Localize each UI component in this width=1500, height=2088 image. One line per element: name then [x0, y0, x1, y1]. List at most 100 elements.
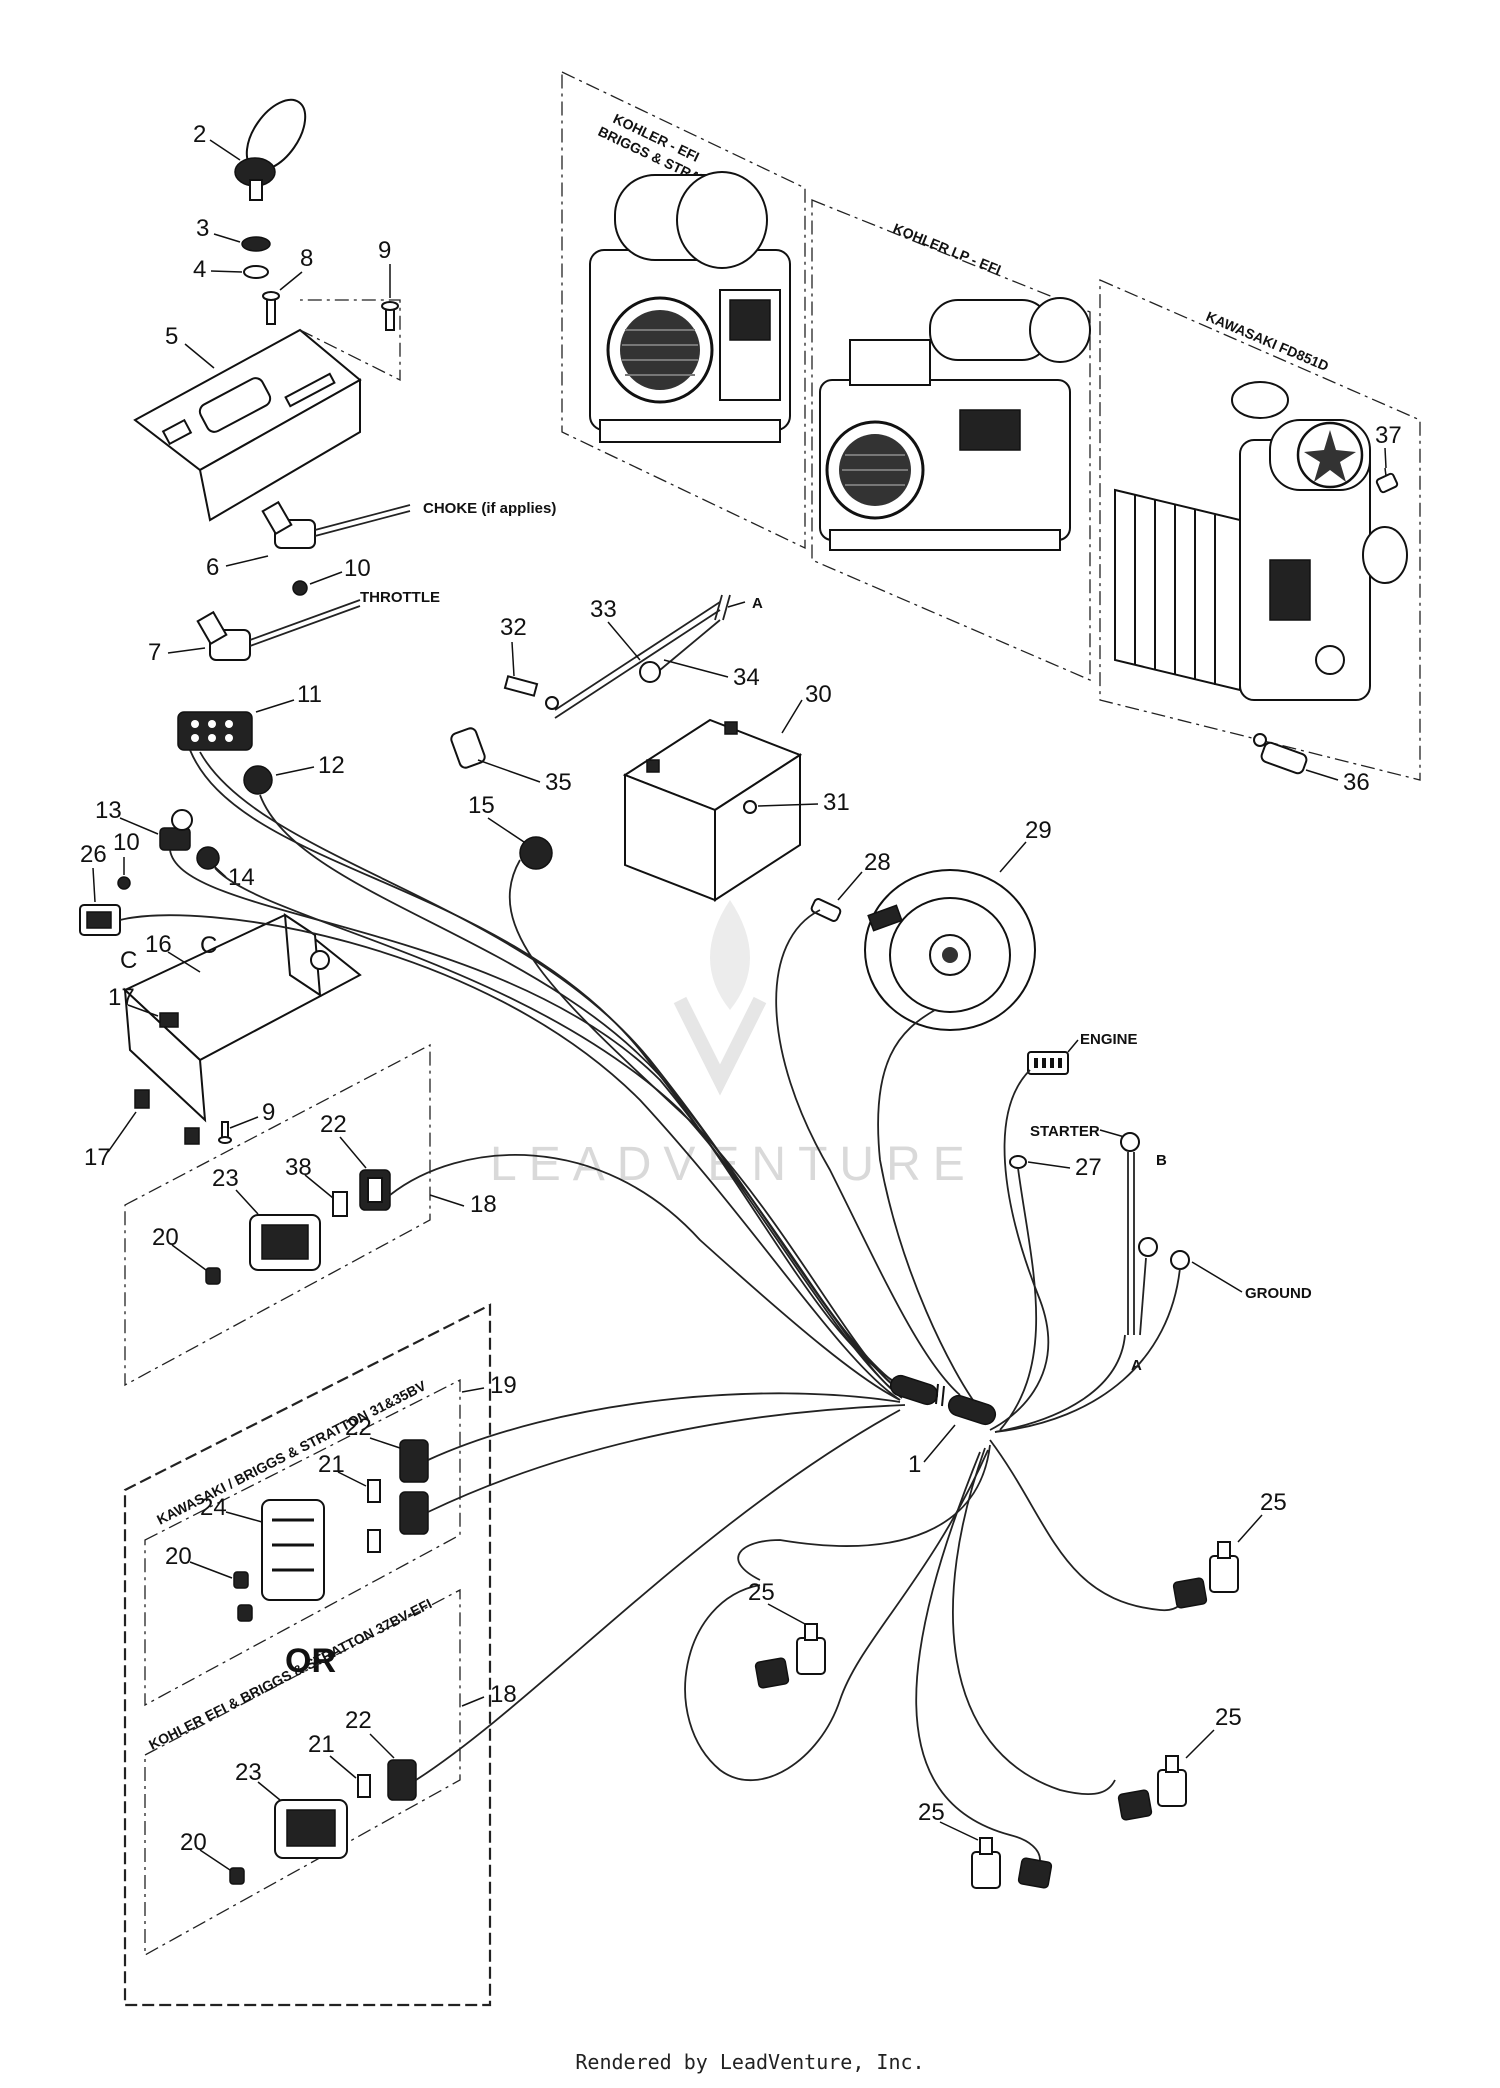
- box-title-kohler-lp: KOHLER LP - EFI: [891, 220, 1003, 278]
- footer-credit: Rendered by LeadVenture, Inc.: [575, 2050, 925, 2074]
- callout-33: 33: [590, 596, 617, 623]
- ground-ring-terminal-1-icon: [1138, 1237, 1158, 1257]
- bolt-9-icon: [381, 301, 399, 331]
- label-engine: ENGINE: [1080, 1031, 1138, 1048]
- or-label: OR: [285, 1642, 336, 1680]
- fuse-38-icon: [332, 1191, 348, 1217]
- nut-3-icon: [241, 236, 271, 252]
- nut-31-icon: [743, 800, 757, 814]
- callout-20-mid: 20: [165, 1543, 192, 1570]
- callout-8: 8: [300, 245, 313, 272]
- nut-10-lower-icon: [117, 876, 131, 890]
- switch-25-right-icon: [1172, 1541, 1239, 1609]
- callout-22-top: 22: [320, 1111, 347, 1138]
- washer-4-icon: [243, 265, 269, 279]
- label-a-lower: A: [1131, 1357, 1142, 1374]
- connector-14-icon: [196, 846, 220, 870]
- module-23-top-icon: [249, 1214, 321, 1271]
- sensor-37-icon: [1375, 467, 1399, 494]
- bracket-16-icon: [123, 913, 362, 1123]
- callout-15: 15: [468, 792, 495, 819]
- callout-5: 5: [165, 323, 178, 350]
- clip-17-lower-icon: [134, 1089, 150, 1109]
- callout-10-top: 10: [344, 555, 371, 582]
- label-choke: CHOKE (if applies): [423, 500, 556, 517]
- clip-17b-icon: [184, 1127, 200, 1145]
- callout-2: 2: [193, 121, 206, 148]
- callout-9-top: 9: [378, 237, 391, 264]
- label-throttle: THROTTLE: [360, 589, 440, 606]
- label-c-left: C: [120, 947, 137, 974]
- battery-30-icon: [622, 718, 803, 902]
- control-panel-5-icon: [133, 328, 362, 522]
- starter-ring-terminal-icon: [1120, 1132, 1140, 1152]
- callout-25-lower-right: 25: [1215, 1704, 1242, 1731]
- bolt-9-lower-icon: [218, 1121, 232, 1144]
- callout-3: 3: [196, 215, 209, 242]
- callout-17-lower: 17: [84, 1144, 111, 1171]
- callout-34: 34: [733, 664, 760, 691]
- socket-12-icon: [243, 765, 273, 795]
- engine-kohler-efi-icon: [589, 171, 791, 443]
- watermark-text: LEADVENTURE: [490, 1138, 977, 1191]
- nut-10-icon: [292, 580, 308, 596]
- callout-25-mid: 25: [748, 1579, 775, 1606]
- callout-7: 7: [148, 639, 161, 666]
- engine-box-kohler-lp: KOHLER LP - EFI: [811, 199, 1091, 681]
- alt-module-box: [123, 1303, 492, 2007]
- pin-20-mid-icon: [233, 1571, 253, 1622]
- callout-16: 16: [145, 931, 172, 958]
- callout-25-right: 25: [1260, 1489, 1287, 1516]
- callout-21-lower: 21: [308, 1731, 335, 1758]
- callout-36: 36: [1343, 769, 1370, 796]
- engine-kawasaki-icon: [1114, 381, 1408, 701]
- callout-32: 32: [500, 614, 527, 641]
- box-title-kohler-bs-efi: KOHLER EFI & BRIGGS & STRATTON 37BV-EFI: [146, 1595, 434, 1752]
- harness-sleeve-1-icon: [889, 1374, 997, 1426]
- callout-6: 6: [206, 554, 219, 581]
- module-24-icon: [261, 1499, 325, 1601]
- ignition-key-icon: [234, 98, 307, 201]
- callout-10-lower: 10: [113, 829, 140, 856]
- sensor-36-icon: [1253, 733, 1308, 775]
- pin-20-lower-icon: [229, 1867, 245, 1885]
- callout-22-lower: 22: [345, 1707, 372, 1734]
- callout-4: 4: [193, 256, 206, 283]
- label-ground: GROUND: [1245, 1285, 1312, 1302]
- connector-28-icon: [810, 898, 842, 922]
- callout-27: 27: [1075, 1154, 1102, 1181]
- callout-19: 19: [490, 1372, 517, 1399]
- callout-23-top: 23: [212, 1165, 239, 1192]
- label-c-center: C: [200, 932, 217, 959]
- engine-box-kawasaki: KAWASAKI FD851D: [1099, 279, 1421, 781]
- callout-29: 29: [1025, 817, 1052, 844]
- callout-35: 35: [545, 769, 572, 796]
- callout-17-top: 17: [108, 984, 135, 1011]
- terminal-34-icon: [639, 661, 661, 683]
- switch-13-icon: [159, 809, 193, 851]
- callout-12: 12: [318, 752, 345, 779]
- callout-22-mid: 22: [345, 1414, 372, 1441]
- label-starter: STARTER: [1030, 1123, 1100, 1140]
- engine-box-kohler-efi: KOHLER - EFI BRIGGS & STRATTON: [561, 70, 806, 550]
- boot-35-icon: [450, 727, 486, 769]
- module-box-18: [124, 1043, 431, 1387]
- ground-ring-terminal-2-icon: [1170, 1250, 1190, 1270]
- fuse-21-lower-icon: [357, 1774, 371, 1798]
- relay-26-icon: [79, 904, 121, 936]
- callout-1: 1: [908, 1451, 921, 1478]
- module-23-lower-icon: [274, 1799, 348, 1859]
- throttle-lever-7-icon: [196, 599, 361, 661]
- engine-connector-icon: [1027, 1051, 1069, 1075]
- connector-22-top-icon: [359, 1169, 391, 1211]
- switch-25-mid-icon: [754, 1623, 826, 1689]
- callout-18-lower: 18: [490, 1681, 517, 1708]
- connector-22-mid-icon: [399, 1439, 429, 1535]
- wiring-harness-1: [119, 749, 1186, 1861]
- box-title-kawasaki-fd: KAWASAKI FD851D: [1204, 308, 1331, 374]
- callout-30: 30: [805, 681, 832, 708]
- switch-25-lower-left-icon: [971, 1837, 1053, 1889]
- bolt-8-icon: [262, 291, 280, 325]
- connector-15-icon: [519, 836, 553, 870]
